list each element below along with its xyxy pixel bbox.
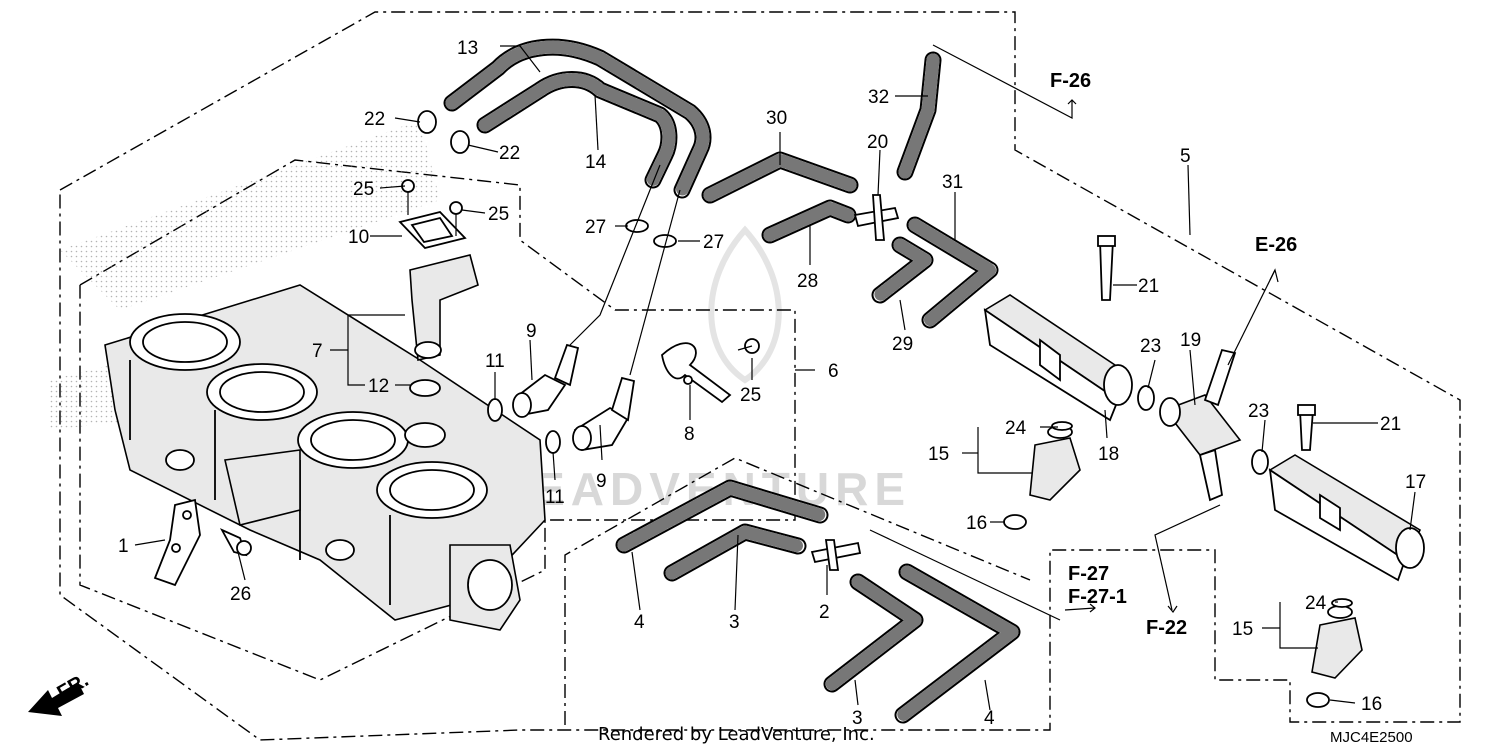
part-code: MJC4E2500: [1330, 729, 1413, 746]
fittings-9: [512, 343, 636, 452]
joint-19: [1159, 348, 1242, 502]
callout-21: 21: [1380, 414, 1401, 435]
callout-22: 22: [499, 143, 520, 164]
callout-17: 17: [1405, 472, 1426, 493]
callout-28: 28: [797, 271, 818, 292]
callout-7: 7: [312, 341, 323, 362]
hose-28: [761, 199, 857, 244]
callout-11: 11: [485, 351, 505, 372]
injector-15a: [1029, 421, 1081, 501]
hose-14: [476, 71, 678, 189]
callout-21: 21: [1138, 276, 1159, 297]
callout-11: 11: [545, 487, 565, 508]
callout-16: 16: [1361, 694, 1382, 715]
callout-29: 29: [892, 334, 913, 355]
leader-lines: [134, 44, 1416, 711]
callout-23: 23: [1140, 336, 1161, 357]
clamp-8: [661, 342, 732, 404]
callout-27: 27: [585, 217, 606, 238]
sensor-7: [409, 254, 479, 361]
fuel-rail-18: [983, 294, 1133, 422]
callout-24: 24: [1005, 418, 1027, 439]
callout-15: 15: [1232, 619, 1253, 640]
front-arrow: FR.: [28, 669, 92, 716]
callout-32: 32: [868, 87, 889, 108]
callout-16: 16: [966, 513, 987, 534]
callout-26: 26: [230, 584, 251, 605]
callout-25: 25: [488, 204, 509, 225]
callout-30: 30: [766, 108, 787, 129]
ref-e26: E-26: [1255, 234, 1297, 256]
callout-10: 10: [348, 227, 369, 248]
footer-credit: Rendered by LeadVenture, Inc.: [598, 724, 875, 745]
orings-23: [1137, 385, 1269, 475]
callouts: 1 2 3 3 4 4 5 6 7 8 9 9 10 11 11 12 13 1…: [118, 38, 1426, 729]
hose-31: [906, 216, 999, 329]
screw-26: [219, 528, 252, 557]
callout-12: 12: [368, 376, 389, 397]
callout-27: 27: [703, 232, 724, 253]
callout-2: 2: [819, 602, 830, 623]
callout-3: 3: [852, 708, 863, 729]
clips-27: [625, 219, 677, 248]
hoses: [443, 38, 1021, 724]
ref-f26: F-26: [1050, 70, 1091, 92]
callout-19: 19: [1180, 330, 1201, 351]
callout-3: 3: [729, 612, 740, 633]
callout-23: 23: [1248, 401, 1269, 422]
callout-25: 25: [353, 179, 374, 200]
callout-4: 4: [984, 708, 995, 729]
hose-3a: [663, 523, 807, 582]
throttle-body: [104, 284, 546, 631]
ref-f27: F-27: [1068, 563, 1109, 585]
injector-15b: [1311, 598, 1363, 679]
hose-4b: [894, 563, 1021, 724]
callout-20: 20: [867, 132, 888, 153]
bolts-21: [1097, 235, 1316, 451]
callout-13: 13: [457, 38, 478, 59]
callout-5: 5: [1180, 146, 1191, 167]
callout-8: 8: [684, 424, 695, 445]
joint-20: [853, 194, 900, 241]
bracket-1: [153, 498, 201, 587]
callout-9: 9: [526, 321, 537, 342]
hose-3b: [823, 573, 924, 693]
callout-22: 22: [364, 109, 385, 130]
ref-f22: F-22: [1146, 617, 1187, 639]
callout-31: 31: [942, 172, 963, 193]
ref-f271: F-27-1: [1068, 586, 1127, 608]
joint-2: [810, 539, 862, 571]
hose-32: [896, 51, 942, 181]
plate-10: [398, 211, 467, 249]
oring-12: [409, 379, 441, 397]
callout-24: 24: [1305, 593, 1327, 614]
seals-16: [1003, 514, 1330, 708]
callout-18: 18: [1098, 444, 1119, 465]
callout-6: 6: [828, 361, 839, 382]
hose-30: [701, 151, 859, 204]
callout-15: 15: [928, 444, 949, 465]
fuel-rail-17: [1268, 454, 1425, 582]
hose-29: [871, 236, 934, 304]
bolts-25: [401, 179, 760, 354]
callout-4: 4: [634, 612, 645, 633]
hose-4a: [615, 479, 829, 554]
callout-25: 25: [740, 385, 761, 406]
callout-14: 14: [585, 152, 607, 173]
watermark: LEADVENTURE: [500, 225, 905, 515]
reference-labels: F-26 E-26 F-27 F-27-1 F-22: [1050, 70, 1297, 639]
callout-9: 9: [596, 471, 607, 492]
hose-13: [443, 38, 712, 199]
assembly-outlines: [59, 11, 1461, 741]
clips-22: [417, 110, 470, 154]
callout-1: 1: [118, 536, 129, 557]
